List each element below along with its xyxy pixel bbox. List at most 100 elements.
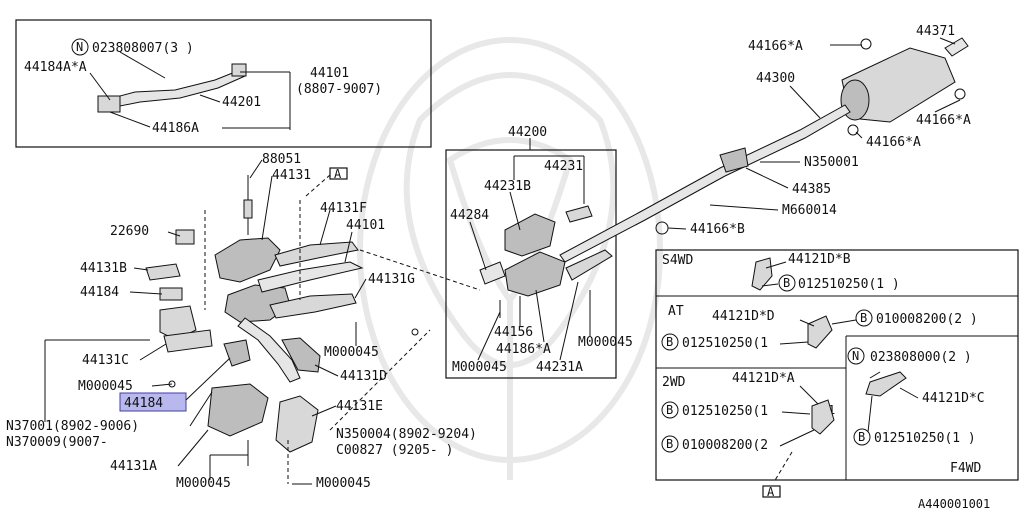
leader-line	[765, 261, 787, 269]
label-m000045-left-b: M000045	[78, 379, 133, 394]
leader-line	[934, 99, 961, 113]
b-ref-circle	[661, 401, 679, 419]
leader-line	[119, 51, 166, 79]
label-44131e: 44131E	[336, 399, 383, 414]
leader-line	[509, 191, 521, 231]
leader-line	[789, 85, 821, 119]
leader-line	[535, 289, 545, 343]
down-pipe	[237, 317, 301, 383]
label-44131f: 44131F	[320, 201, 367, 216]
label-f4wd: F4WD	[950, 461, 981, 476]
front-exhaust-pipe	[257, 261, 364, 293]
leader-line	[129, 291, 163, 295]
heat-shield-44131f	[274, 241, 359, 267]
label-44101-main: 44101	[346, 218, 385, 233]
b-ref-letter: B	[858, 430, 865, 444]
exhaust-manifold-upper	[214, 237, 281, 283]
b-ref-letter: B	[860, 311, 867, 325]
label-qty-1: 1	[828, 403, 835, 417]
label-44166a-1: 44166*A	[748, 39, 803, 54]
label-n37001: N37001(8902-9006)	[6, 419, 139, 434]
gasket-44184	[159, 287, 183, 301]
leader-line	[745, 167, 789, 189]
leader-line	[167, 231, 181, 237]
leader-line	[779, 341, 809, 345]
label-44300: 44300	[756, 71, 795, 86]
heat-shield-44131d	[281, 337, 321, 373]
b-ref-letter: B	[666, 403, 673, 417]
label-2wd-bolt1: 012510250(1	[682, 404, 768, 419]
leader-line	[831, 319, 857, 325]
inset-bottom-right: S4WD 44121D*B B 012510250(1 ) AT 44121D*…	[655, 249, 1019, 499]
label-m660014: M660014	[782, 203, 837, 218]
center-pipe-44300	[559, 104, 851, 263]
ref-a-box-br	[762, 485, 781, 498]
dash-line	[329, 329, 431, 431]
leader-line	[139, 343, 167, 361]
b-ref-letter: B	[666, 335, 673, 349]
b-ref-circle	[855, 309, 873, 327]
sensor-22690	[175, 229, 195, 245]
n-ref-letter: N	[76, 40, 83, 54]
label-44371: 44371	[916, 24, 955, 39]
label-m000045-left-a: M000045	[324, 345, 379, 360]
leader-line	[319, 209, 331, 246]
pipe-end-flange	[231, 63, 247, 77]
label-c00827: C00827 (9205- )	[336, 443, 453, 458]
leader-line	[189, 391, 213, 427]
leader-line	[477, 311, 501, 361]
dash-line	[773, 451, 793, 483]
label-at-bolt2: 012510250(1	[682, 336, 768, 351]
watermark-emblem	[357, 37, 663, 480]
right-muffler-group: 44371 44166*A 44300 44166*A 44166*A N350…	[559, 24, 971, 263]
ref-a-br: A	[767, 485, 775, 499]
leader-line	[559, 281, 579, 361]
hanger-44166a	[860, 38, 872, 50]
label-44121d-a: 44121D*A	[732, 371, 795, 386]
label-44131c: 44131C	[82, 353, 129, 368]
label-44184-highlighted: 44184	[124, 396, 163, 411]
dash-line	[305, 174, 331, 197]
leader-line	[249, 159, 263, 179]
leader-line	[344, 231, 353, 263]
label-44200: 44200	[508, 125, 547, 140]
leader-line	[939, 37, 956, 45]
label-44284: 44284	[450, 208, 489, 223]
leader-line	[354, 278, 367, 299]
leader-line	[199, 94, 221, 103]
cover-44231a	[565, 249, 613, 281]
label-44186a-top: 44186A	[152, 121, 199, 136]
center-cat-group: 44200 44231 44231B 44284 44156 44186*A M…	[445, 125, 633, 379]
leader-line	[261, 175, 273, 241]
label-44166a-3: 44166*A	[866, 135, 921, 150]
label-44131b: 44131B	[80, 261, 127, 276]
label-m000045-center-b: M000045	[578, 335, 633, 350]
label-44101-top: 44101	[310, 66, 349, 81]
label-n350001: N350001	[804, 155, 859, 170]
front-flange-44284	[479, 261, 506, 285]
ref-a-left: A	[334, 167, 342, 181]
tail-pipe-44371	[944, 37, 969, 57]
b-ref-circle	[853, 428, 871, 446]
gasket-44385	[719, 147, 749, 173]
b-ref-circle	[661, 333, 679, 351]
label-44186-a: 44186*A	[496, 342, 551, 357]
label-44385: 44385	[792, 182, 831, 197]
sensor-88051	[243, 199, 253, 219]
bracket-44121d-d	[807, 315, 833, 349]
leader-line	[899, 387, 919, 399]
inset-top-frame	[15, 19, 432, 148]
bracket-44121d-a	[811, 399, 835, 435]
bolt-mark	[411, 328, 419, 336]
label-m000045-left-c: M000045	[176, 476, 231, 491]
label-44121d-c: 44121D*C	[922, 391, 985, 406]
leader-line	[761, 283, 779, 287]
label-f4wd-bolt: 012510250(1 )	[874, 431, 976, 446]
bracket-44184	[223, 339, 251, 367]
cover-44131c	[163, 329, 213, 353]
leader-line	[855, 131, 863, 139]
b-ref-letter: B	[783, 276, 790, 290]
label-44121d-d: 44121D*D	[712, 309, 775, 324]
label-88051: 88051	[262, 152, 301, 167]
label-44166a-2: 44166*A	[916, 113, 971, 128]
